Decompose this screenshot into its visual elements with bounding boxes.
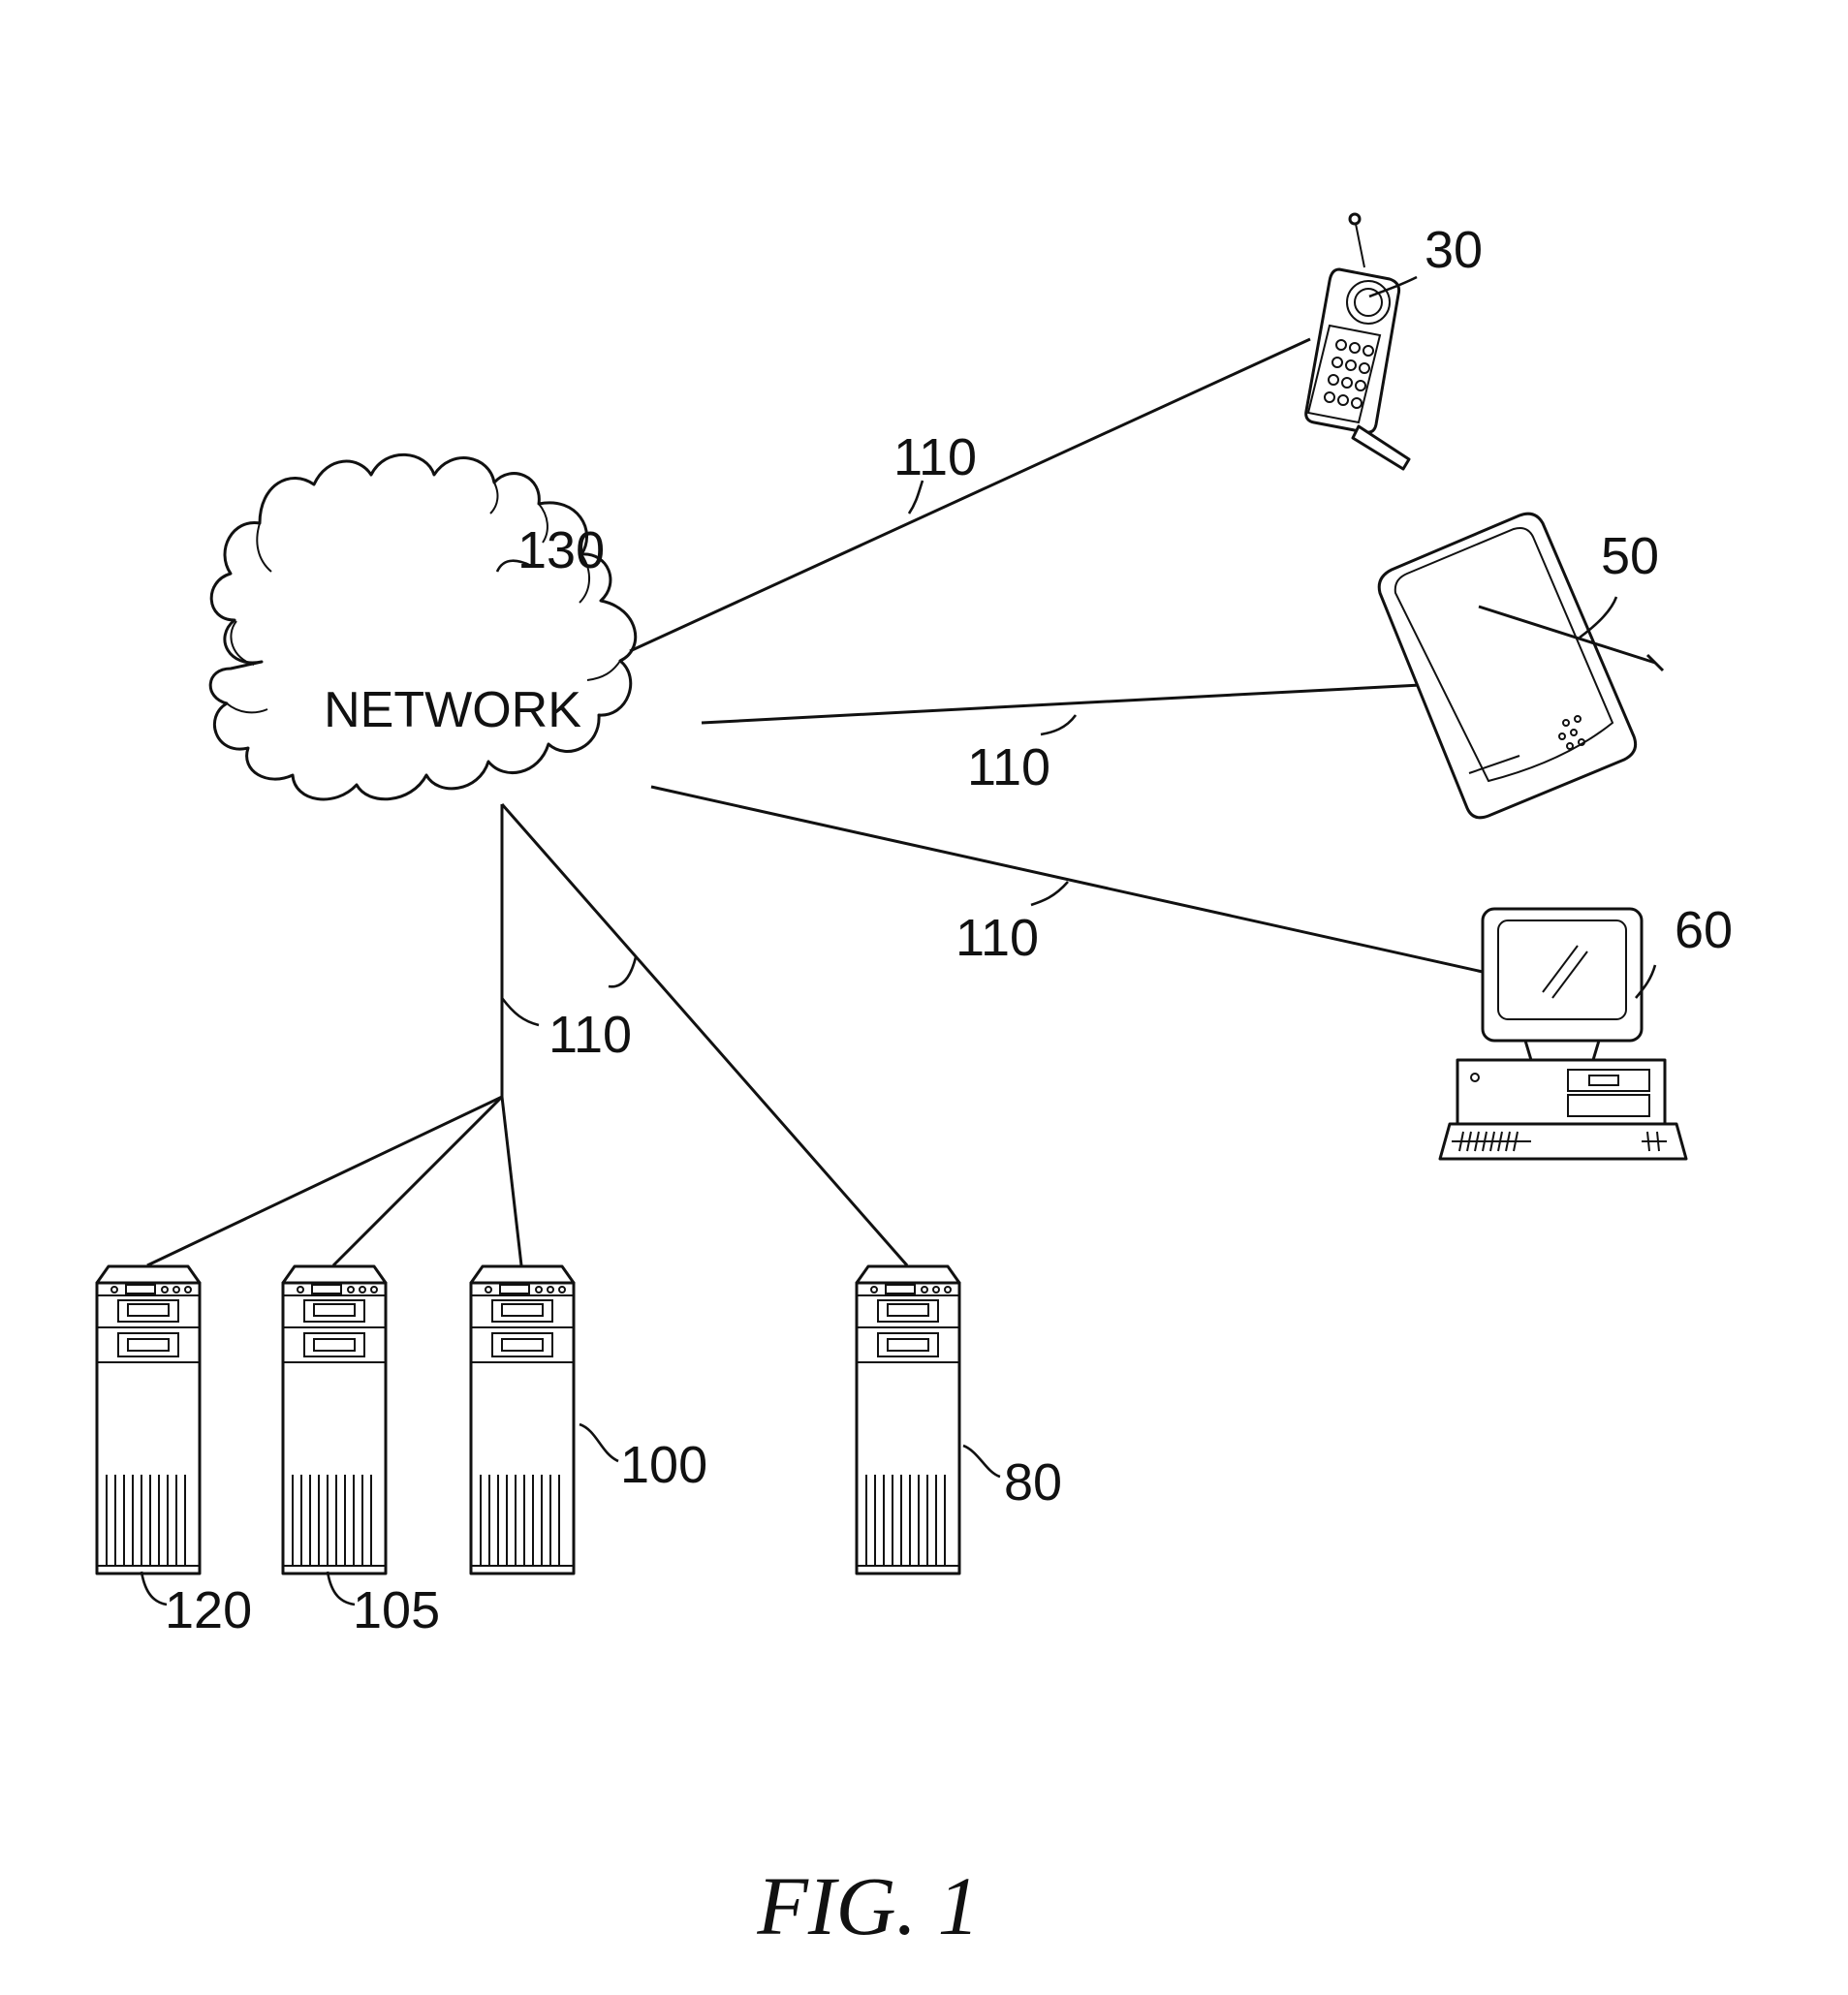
- server-80-icon: [857, 1266, 959, 1574]
- link-desktop: [651, 787, 1483, 972]
- server-105-icon: [283, 1266, 386, 1574]
- network-cloud: NETWORK: [210, 454, 636, 799]
- server-100-icon: [471, 1266, 574, 1574]
- ref-105: 105: [353, 1581, 440, 1639]
- network-label: NETWORK: [324, 682, 581, 738]
- ref-60: 60: [1675, 901, 1733, 959]
- server-120-icon: [97, 1266, 200, 1574]
- link-pda: [702, 685, 1421, 723]
- ref-100: 100: [620, 1436, 707, 1494]
- ref-110-trunk: 110: [548, 1006, 632, 1064]
- ref-110-desktop: 110: [955, 909, 1039, 967]
- link-server-105: [333, 1097, 502, 1265]
- ref-80: 80: [1004, 1453, 1062, 1512]
- link-phone: [630, 339, 1310, 651]
- ref-120: 120: [165, 1581, 252, 1639]
- ref-130: 130: [517, 521, 605, 579]
- link-server-120: [147, 1097, 502, 1265]
- phone-icon: [1306, 214, 1409, 469]
- desktop-computer-icon: [1440, 909, 1686, 1159]
- ref-50: 50: [1601, 527, 1659, 585]
- figure-caption: FIG. 1: [756, 1859, 979, 1952]
- ref-30: 30: [1425, 221, 1483, 279]
- link-server-100: [502, 1097, 521, 1265]
- ref-110-pda: 110: [967, 738, 1050, 796]
- ref-110-phone: 110: [893, 428, 977, 486]
